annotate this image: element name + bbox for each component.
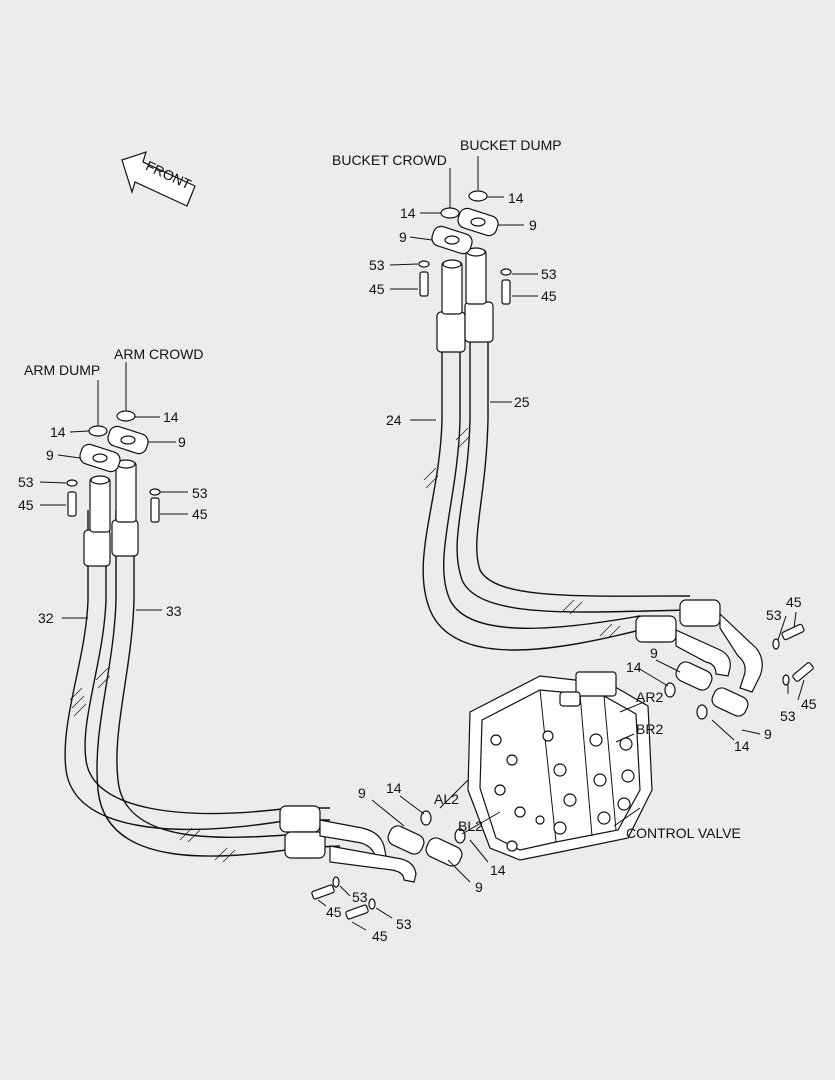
callout-14: 14 (490, 862, 506, 878)
flange-9-valve (387, 661, 749, 867)
callout-53: 53 (192, 485, 208, 501)
callout-9: 9 (399, 229, 407, 245)
callout-9: 9 (358, 785, 366, 801)
callout-53: 53 (18, 474, 34, 490)
hose-24 (422, 340, 641, 651)
callout-14: 14 (626, 659, 642, 675)
hose-hatching-bucket (423, 427, 621, 639)
callout-32: 32 (38, 610, 54, 626)
callout-9: 9 (529, 217, 537, 233)
label-arm-crowd: ARM CROWD (114, 346, 203, 362)
callout-45: 45 (372, 928, 388, 944)
hose-collars-bucket (436, 301, 721, 643)
label-arm-dump: ARM DUMP (24, 362, 100, 378)
callout-9: 9 (178, 434, 186, 450)
hose-ends-arm (89, 459, 417, 883)
callout-53: 53 (766, 607, 782, 623)
callout-14: 14 (163, 409, 179, 425)
callout-45: 45 (192, 506, 208, 522)
hose-hatching-arm (69, 667, 236, 863)
callout-53: 53 (396, 916, 412, 932)
callout-24: 24 (386, 412, 402, 428)
hose-ends-bucket (441, 247, 763, 693)
valve-ports (490, 730, 635, 852)
flange-9-arm (79, 425, 149, 473)
hose-32 (64, 510, 330, 831)
port-label-al2: AL2 (434, 791, 459, 807)
hose-33 (96, 510, 341, 857)
bolt-45 (67, 271, 814, 920)
callout-14: 14 (400, 205, 416, 221)
callout-53: 53 (352, 889, 368, 905)
hose-25 (456, 330, 691, 613)
hose-collars-arm (83, 519, 326, 859)
leader-lines (39, 156, 805, 931)
port-label-ar2: AR2 (636, 689, 663, 705)
callout-45: 45 (18, 497, 34, 513)
callout-53: 53 (369, 257, 385, 273)
callout-45: 45 (541, 288, 557, 304)
callout-14: 14 (50, 424, 66, 440)
callout-25: 25 (514, 394, 530, 410)
label-bucket-dump: BUCKET DUMP (460, 137, 562, 153)
callout-33: 33 (166, 603, 182, 619)
callout-53: 53 (780, 708, 796, 724)
label-bucket-crowd: BUCKET CROWD (332, 152, 447, 168)
flange-9-bucket (431, 207, 499, 255)
callout-14: 14 (734, 738, 750, 754)
callout-45: 45 (369, 281, 385, 297)
callout-14: 14 (386, 780, 402, 796)
control-valve (467, 671, 653, 861)
port-label-br2: BR2 (636, 721, 663, 737)
front-arrow-icon: FRONT (121, 151, 196, 207)
callout-9: 9 (764, 726, 772, 742)
callout-45: 45 (326, 904, 342, 920)
callout-14: 14 (508, 190, 524, 206)
o-ring-14-bucket (440, 190, 488, 219)
callout-53: 53 (541, 266, 557, 282)
callout-45: 45 (786, 594, 802, 610)
o-ring-14-arm (88, 410, 136, 437)
port-label-bl2: BL2 (458, 818, 483, 834)
callout-9: 9 (46, 447, 54, 463)
callout-45: 45 (801, 696, 817, 712)
callout-9: 9 (475, 879, 483, 895)
callout-9: 9 (650, 645, 658, 661)
label-control-valve: CONTROL VALVE (626, 825, 741, 841)
